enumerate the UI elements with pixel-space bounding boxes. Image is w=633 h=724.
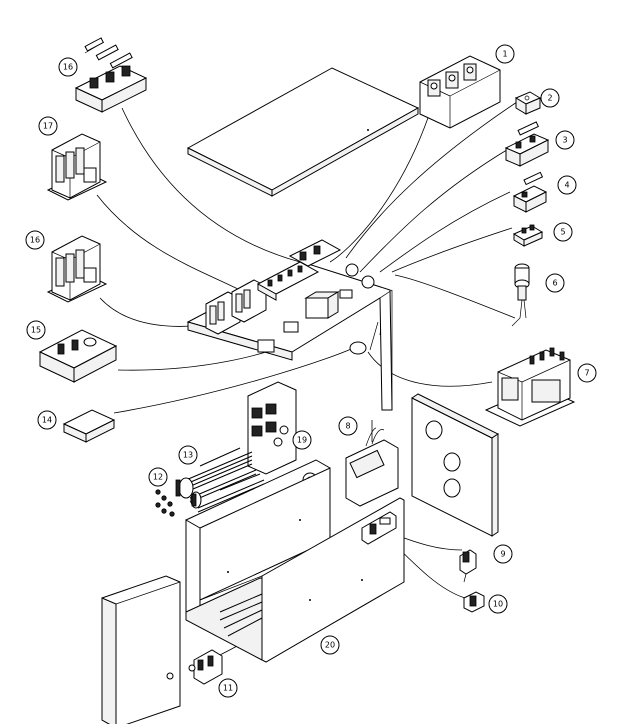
callout-13: 13 <box>178 445 198 465</box>
callout-16-upper: 16 <box>58 57 78 77</box>
svg-text:5: 5 <box>560 228 565 237</box>
plate-small-parts <box>257 263 375 353</box>
callout-15: 15 <box>26 320 46 340</box>
enclosure <box>185 459 405 663</box>
svg-text:17: 17 <box>43 122 53 131</box>
callout-3: 3 <box>555 130 575 150</box>
callout-12: 12 <box>148 467 168 487</box>
callout-17: 17 <box>38 116 58 136</box>
callout-8: 8 <box>338 416 358 436</box>
right-side-panel <box>411 393 499 537</box>
part-2-block <box>514 91 542 115</box>
callout-2: 2 <box>540 88 560 108</box>
svg-text:16: 16 <box>63 63 73 72</box>
callout-6: 6 <box>545 273 565 293</box>
callout-1: 1 <box>495 44 515 64</box>
svg-text:6: 6 <box>552 279 557 288</box>
svg-text:11: 11 <box>223 684 233 693</box>
part-5-terminal <box>512 224 544 247</box>
part-4-fuse-holder <box>512 171 548 213</box>
callout-5: 5 <box>553 222 573 242</box>
callout-9: 9 <box>493 544 513 564</box>
part-10-switch <box>463 591 485 613</box>
plate-terminal-strip <box>256 261 320 301</box>
part-17-contactor <box>46 133 108 201</box>
svg-text:2: 2 <box>547 94 552 103</box>
svg-text:4: 4 <box>564 181 569 190</box>
part-11-terminal <box>188 649 223 685</box>
svg-text:19: 19 <box>297 436 307 445</box>
callout-4: 4 <box>557 175 577 195</box>
part-16-contactor <box>46 235 108 303</box>
svg-text:10: 10 <box>493 600 503 609</box>
part-12-nuts <box>155 489 175 517</box>
svg-text:8: 8 <box>345 422 350 431</box>
svg-text:14: 14 <box>42 416 52 425</box>
callout-14: 14 <box>37 410 57 430</box>
svg-text:12: 12 <box>153 473 163 482</box>
part-7-transformer <box>484 347 576 427</box>
plate-terminal-block-upper <box>288 239 342 267</box>
svg-text:9: 9 <box>500 550 505 559</box>
part-1-terminal-block <box>419 55 501 129</box>
part-14-component <box>62 409 116 443</box>
left-door-panel <box>101 575 181 724</box>
svg-text:3: 3 <box>562 136 567 145</box>
part-9-switch <box>459 549 477 583</box>
callout-7: 7 <box>577 363 597 383</box>
plate-transformer <box>304 291 340 319</box>
plate-contactor-right <box>231 279 267 323</box>
part-8-control-board <box>345 427 399 507</box>
top-cover-panel <box>186 67 420 197</box>
svg-text:15: 15 <box>31 326 41 335</box>
part-15-control-box <box>38 329 118 383</box>
part-18-fuse-block <box>74 37 148 113</box>
part-19-element-plate <box>247 381 297 475</box>
mounting-plate <box>186 239 393 411</box>
svg-text:20: 20 <box>325 641 335 650</box>
svg-text:13: 13 <box>183 451 193 460</box>
callout-10: 10 <box>488 594 508 614</box>
svg-text:7: 7 <box>584 369 589 378</box>
svg-text:16: 16 <box>30 236 40 245</box>
callouts: 1 2 3 4 5 6 7 8 9 10 11 12 13 14 15 16 1… <box>25 44 597 698</box>
part-6-sensor <box>511 263 530 327</box>
callout-20: 20 <box>320 635 340 655</box>
callout-16-lower: 16 <box>25 230 45 250</box>
part-3-fuse-holder <box>504 121 550 167</box>
svg-text:1: 1 <box>502 50 507 59</box>
callout-11: 11 <box>218 678 238 698</box>
callout-19: 19 <box>292 430 312 450</box>
